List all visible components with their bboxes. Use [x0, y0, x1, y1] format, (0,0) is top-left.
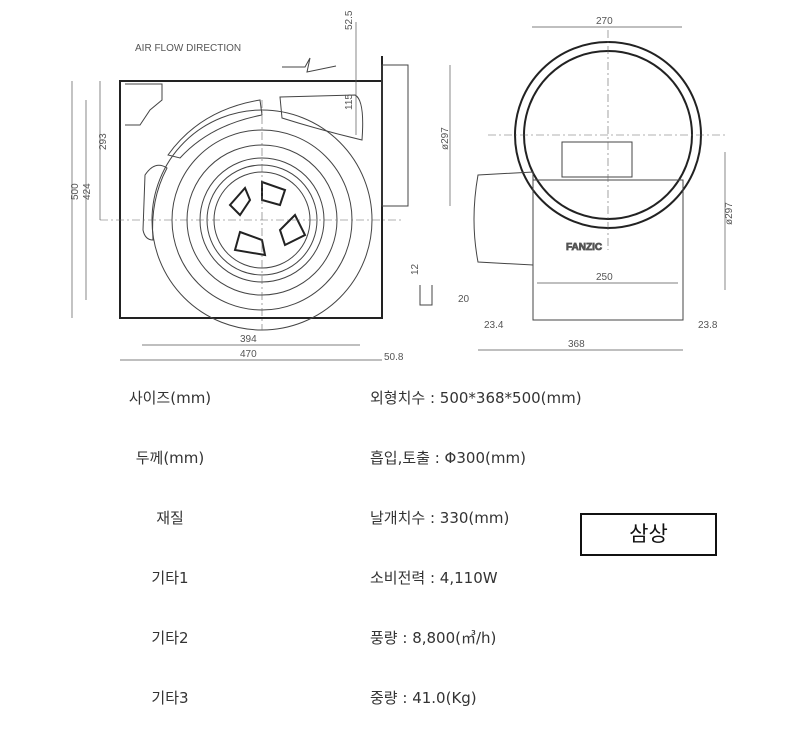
spec-value: 외형치수 : 500*368*500(mm) [370, 389, 582, 407]
front-view: AIR FLOW DIRECTION 500 424 293 394 470 5… [70, 10, 470, 363]
spec-value: 소비전력 : 4,110W [370, 569, 498, 587]
dim-368: 368 [568, 339, 585, 350]
side-view: 270 FANZIC 250 ø297 23.4 23.8 368 [473, 16, 735, 351]
air-flow-arrow-icon [282, 57, 337, 73]
dim-23-4: 23.4 [484, 320, 504, 331]
dim-424: 424 [82, 183, 93, 200]
spec-label: 사이즈(mm) [128, 389, 212, 407]
spec-label: 기타1 [151, 569, 189, 587]
spec-label: 기타3 [151, 689, 189, 707]
dim-115: 115 [344, 94, 355, 110]
dim-293: 293 [98, 133, 109, 150]
spec-value: 중량 : 41.0(Kg) [370, 689, 477, 707]
dim-52-5: 52.5 [344, 10, 355, 30]
spec-value: 흡입,토출 : Φ300(mm) [370, 449, 526, 467]
dim-394: 394 [240, 334, 257, 345]
phase-badge: 삼상 [580, 513, 717, 556]
air-flow-label: AIR FLOW DIRECTION [135, 43, 241, 54]
fan-technical-drawing: AIR FLOW DIRECTION 500 424 293 394 470 5… [70, 10, 735, 363]
spec-label: 재질 [156, 509, 184, 527]
dim-50-8: 50.8 [384, 352, 404, 363]
dim-23-8: 23.8 [698, 320, 718, 331]
dim-d297-side: ø297 [724, 202, 735, 225]
dim-270: 270 [596, 16, 613, 27]
spec-label: 두께(mm) [135, 449, 205, 467]
spec-value: 날개치수 : 330(mm) [370, 509, 510, 527]
dim-d297-front: ø297 [440, 127, 451, 150]
dim-12: 12 [410, 263, 421, 275]
dim-250: 250 [596, 272, 613, 283]
housing-outline [119, 80, 383, 319]
brand-label: FANZIC [566, 242, 602, 253]
dim-500: 500 [70, 183, 81, 200]
spec-value: 풍량 : 8,800(㎥/h) [370, 629, 497, 647]
dim-20: 20 [458, 294, 470, 305]
dim-470: 470 [240, 349, 257, 360]
spec-label: 기타2 [151, 629, 189, 647]
